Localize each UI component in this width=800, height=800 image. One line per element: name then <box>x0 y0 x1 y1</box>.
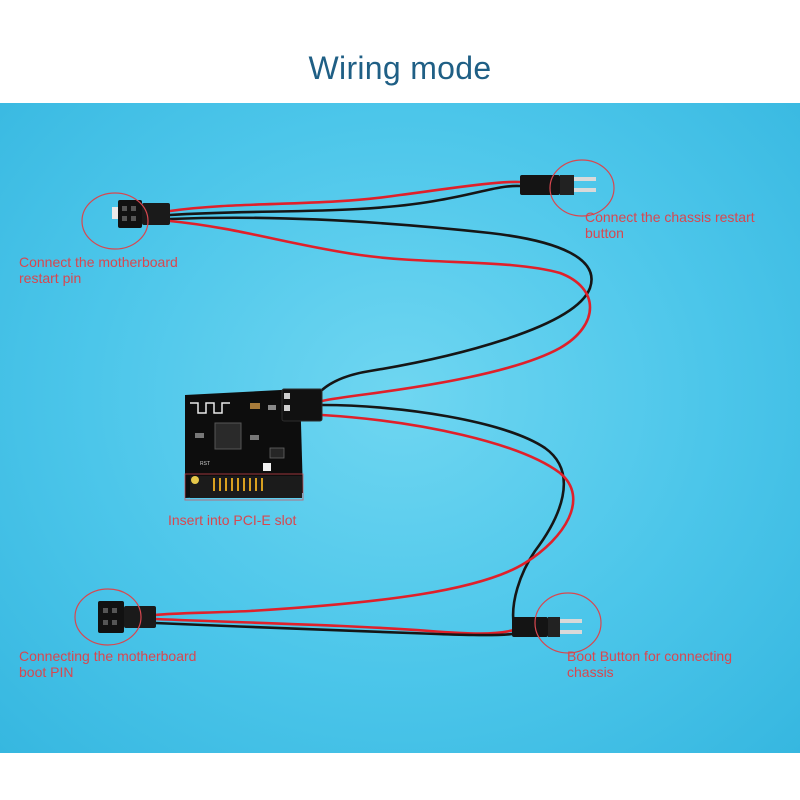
wifi-module-board: RST <box>185 388 323 498</box>
chassis-restart-highlight-circle <box>549 159 615 217</box>
motherboard-boot-connector <box>98 601 156 633</box>
label-chassis-boot: Boot Button for connecting chassis <box>567 648 732 680</box>
product-photo: RST <box>0 103 800 753</box>
chassis-boot-connector <box>512 617 582 637</box>
upper-black-wire-main <box>168 184 522 217</box>
chassis-restart-connector <box>520 175 596 195</box>
chassis-boot-highlight-circle <box>534 592 602 654</box>
lower-black-wire-to-module <box>320 403 566 628</box>
boot-pin-highlight-circle <box>74 588 142 646</box>
restart-pin-highlight-circle <box>81 192 149 250</box>
diagram-title: Wiring mode <box>308 50 492 86</box>
pcie-slot-highlight-box <box>184 473 304 501</box>
label-motherboard-boot: Connecting the motherboard boot PIN <box>19 648 197 680</box>
svg-text:RST: RST <box>200 461 210 467</box>
motherboard-restart-connector <box>112 200 170 228</box>
lower-cable <box>153 403 575 637</box>
upper-red-wire-main <box>168 180 522 213</box>
lower-red-wire-main <box>153 617 516 635</box>
upper-cable <box>168 180 593 403</box>
label-chassis-restart: Connect the chassis restart button <box>585 209 755 241</box>
lower-black-wire-main <box>153 621 514 637</box>
lower-red-wire-to-module <box>153 413 575 617</box>
upper-red-wire-to-module <box>168 219 592 403</box>
label-pcie-slot: Insert into PCI-E slot <box>168 512 297 528</box>
label-motherboard-restart: Connect the motherboard restart pin <box>19 254 178 286</box>
upper-black-wire-to-module <box>168 216 593 392</box>
wiring-illustration: RST <box>74 159 615 654</box>
